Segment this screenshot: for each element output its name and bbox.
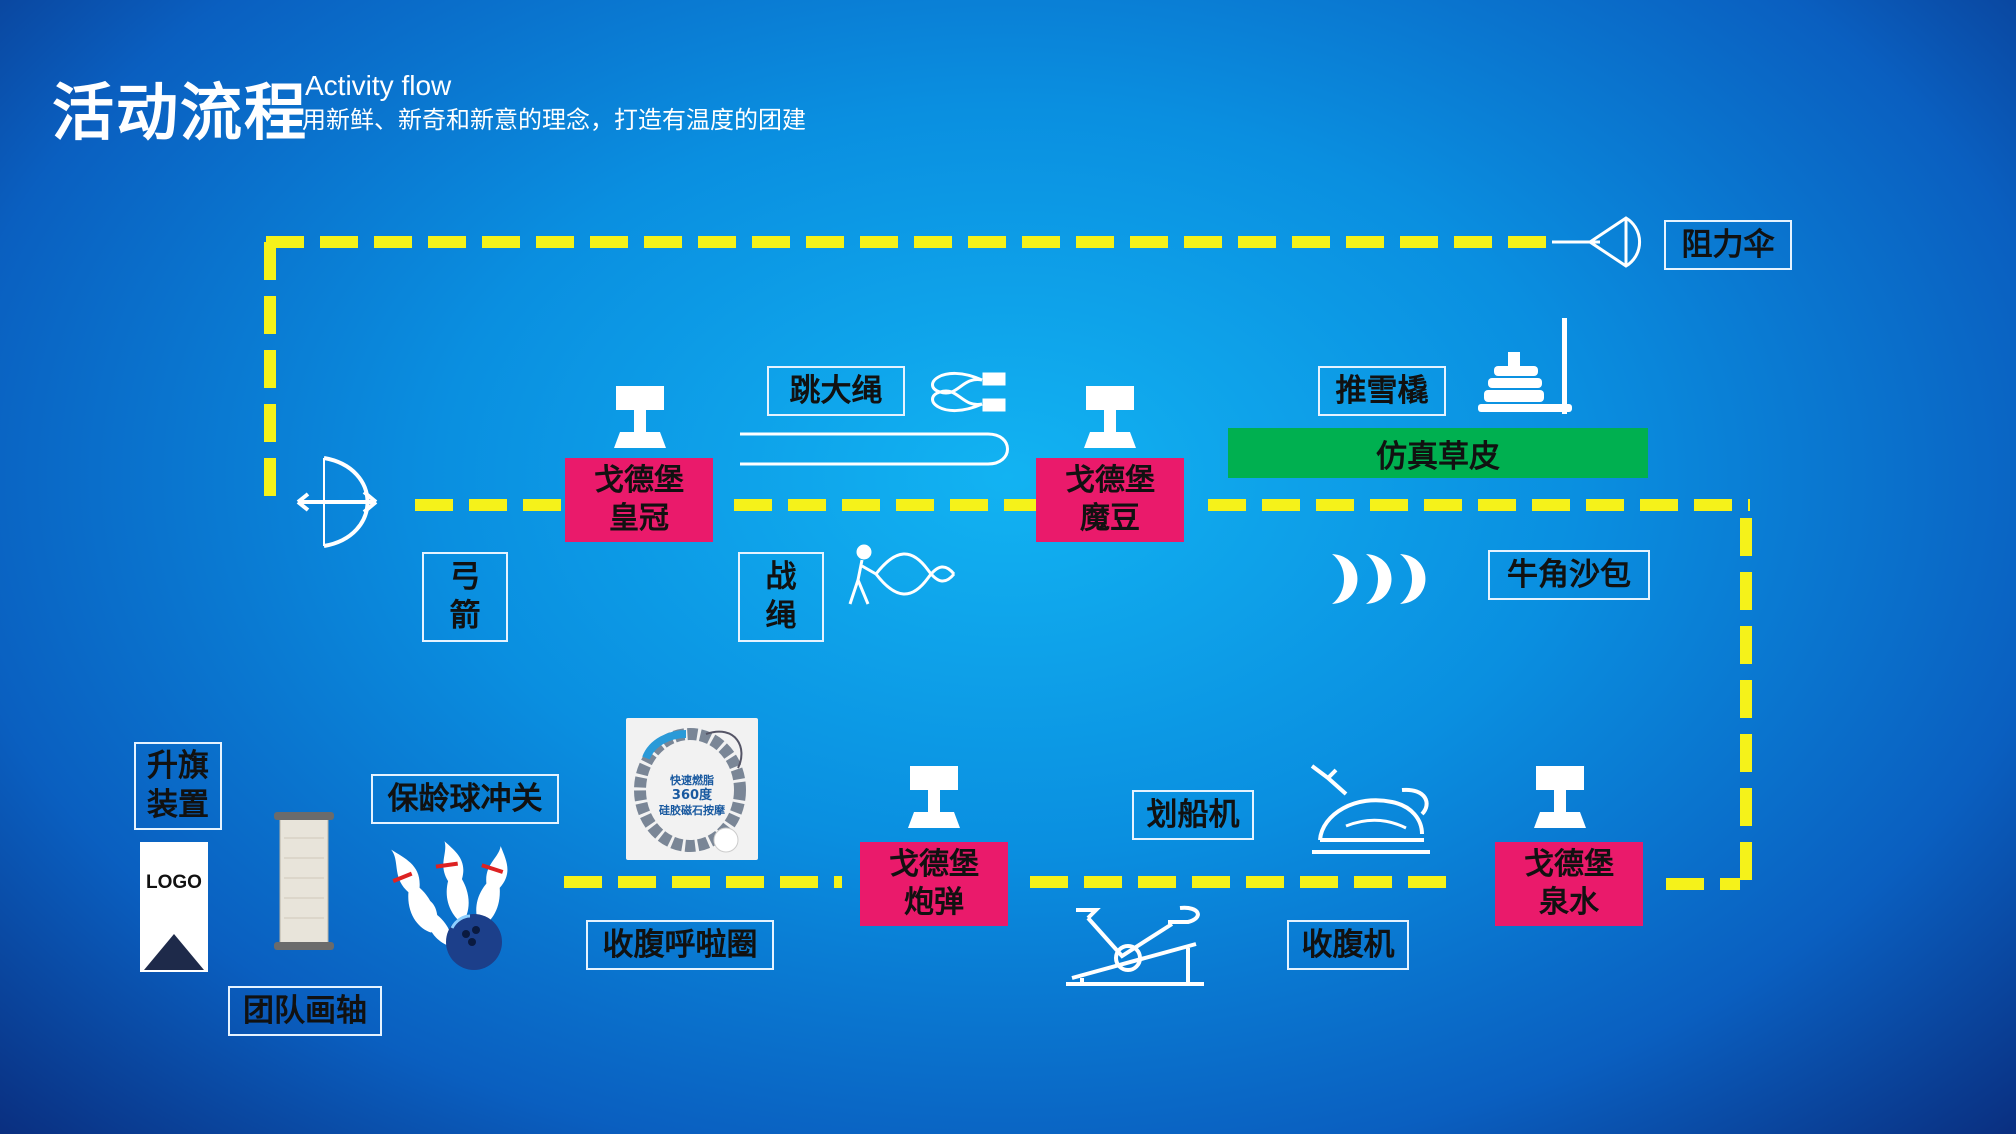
label-ab-machine: 收腹机 bbox=[1287, 920, 1409, 970]
hula-card-line: 快速燃脂 bbox=[670, 774, 714, 787]
station-label: 炮弹 bbox=[904, 885, 964, 920]
label-flag-device: 升旗 装置 bbox=[134, 742, 222, 830]
scroll-icon bbox=[274, 812, 334, 950]
turf-bar: 仿真草皮 bbox=[1228, 428, 1648, 478]
station-crown: 戈德堡 皇冠 bbox=[565, 458, 713, 542]
label-rowing-machine: 划船机 bbox=[1132, 790, 1254, 840]
pedestal-icon bbox=[614, 386, 666, 448]
logo-text: LOGO bbox=[146, 872, 202, 893]
battle-rope-icon bbox=[848, 544, 956, 605]
subtitle-english: Activity flow bbox=[305, 70, 452, 101]
pedestal-icon bbox=[1534, 766, 1586, 828]
station-cannonball: 戈德堡 炮弹 bbox=[860, 842, 1008, 926]
label-line: 升旗 bbox=[147, 748, 209, 785]
page-title: 活动流程 bbox=[52, 76, 309, 149]
bowling-icon bbox=[391, 841, 508, 970]
hula-hoop-icon bbox=[634, 728, 746, 853]
label-line: 战 bbox=[765, 559, 797, 596]
label-line: 绳 bbox=[765, 598, 797, 634]
jump-rope-icon bbox=[931, 372, 1006, 412]
station-label: 戈德堡 bbox=[1524, 846, 1614, 882]
label-line: 弓 bbox=[449, 559, 481, 596]
station-label: 泉水 bbox=[1539, 885, 1599, 920]
parachute-icon bbox=[1588, 216, 1642, 268]
label-bow-arrow: 弓 箭 bbox=[422, 552, 508, 642]
hula-card-line: 硅胶磁石按摩 bbox=[659, 804, 725, 817]
hula-card-line: 360度 bbox=[671, 787, 713, 803]
logo-triangle-icon bbox=[144, 934, 204, 970]
label-battle-rope: 战 绳 bbox=[738, 552, 824, 642]
pedestal-icon bbox=[908, 766, 960, 828]
logo-flag-icon: LOGO bbox=[140, 842, 208, 972]
station-label: 戈德堡 bbox=[889, 846, 979, 882]
pedestal-icon bbox=[1084, 386, 1136, 448]
label-sandbag: 牛角沙包 bbox=[1488, 550, 1650, 600]
spin-bike-icon bbox=[1066, 905, 1204, 986]
sandbag-icon bbox=[1332, 554, 1426, 604]
label-jump-rope: 跳大绳 bbox=[767, 366, 905, 416]
label-line: 箭 bbox=[449, 598, 481, 634]
station-spring: 戈德堡 泉水 bbox=[1495, 842, 1643, 926]
label-hula-hoop: 收腹呼啦圈 bbox=[586, 920, 774, 970]
station-magic-bean: 戈德堡 魔豆 bbox=[1036, 458, 1184, 542]
rope-line-icon bbox=[740, 432, 1009, 466]
station-label: 戈德堡 bbox=[594, 462, 684, 498]
label-team-scroll: 团队画轴 bbox=[228, 986, 382, 1036]
station-label: 戈德堡 bbox=[1065, 462, 1155, 498]
hula-hoop-image: 快速燃脂 360度 硅胶磁石按摩 bbox=[626, 718, 758, 860]
bow-arrow-icon bbox=[296, 456, 378, 548]
label-snow-sled: 推雪橇 bbox=[1318, 366, 1446, 416]
station-label: 皇冠 bbox=[609, 501, 669, 536]
subtitle-chinese: 用新鲜、新奇和新意的理念，打造有温度的团建 bbox=[302, 106, 806, 134]
rowing-machine-icon bbox=[1310, 764, 1430, 854]
label-parachute: 阻力伞 bbox=[1664, 220, 1792, 270]
label-bowling: 保龄球冲关 bbox=[371, 774, 559, 824]
label-line: 装置 bbox=[147, 787, 209, 823]
sled-icon bbox=[1478, 318, 1572, 414]
hula-card-text: 快速燃脂 360度 硅胶磁石按摩 bbox=[656, 774, 728, 818]
station-label: 魔豆 bbox=[1080, 501, 1140, 536]
